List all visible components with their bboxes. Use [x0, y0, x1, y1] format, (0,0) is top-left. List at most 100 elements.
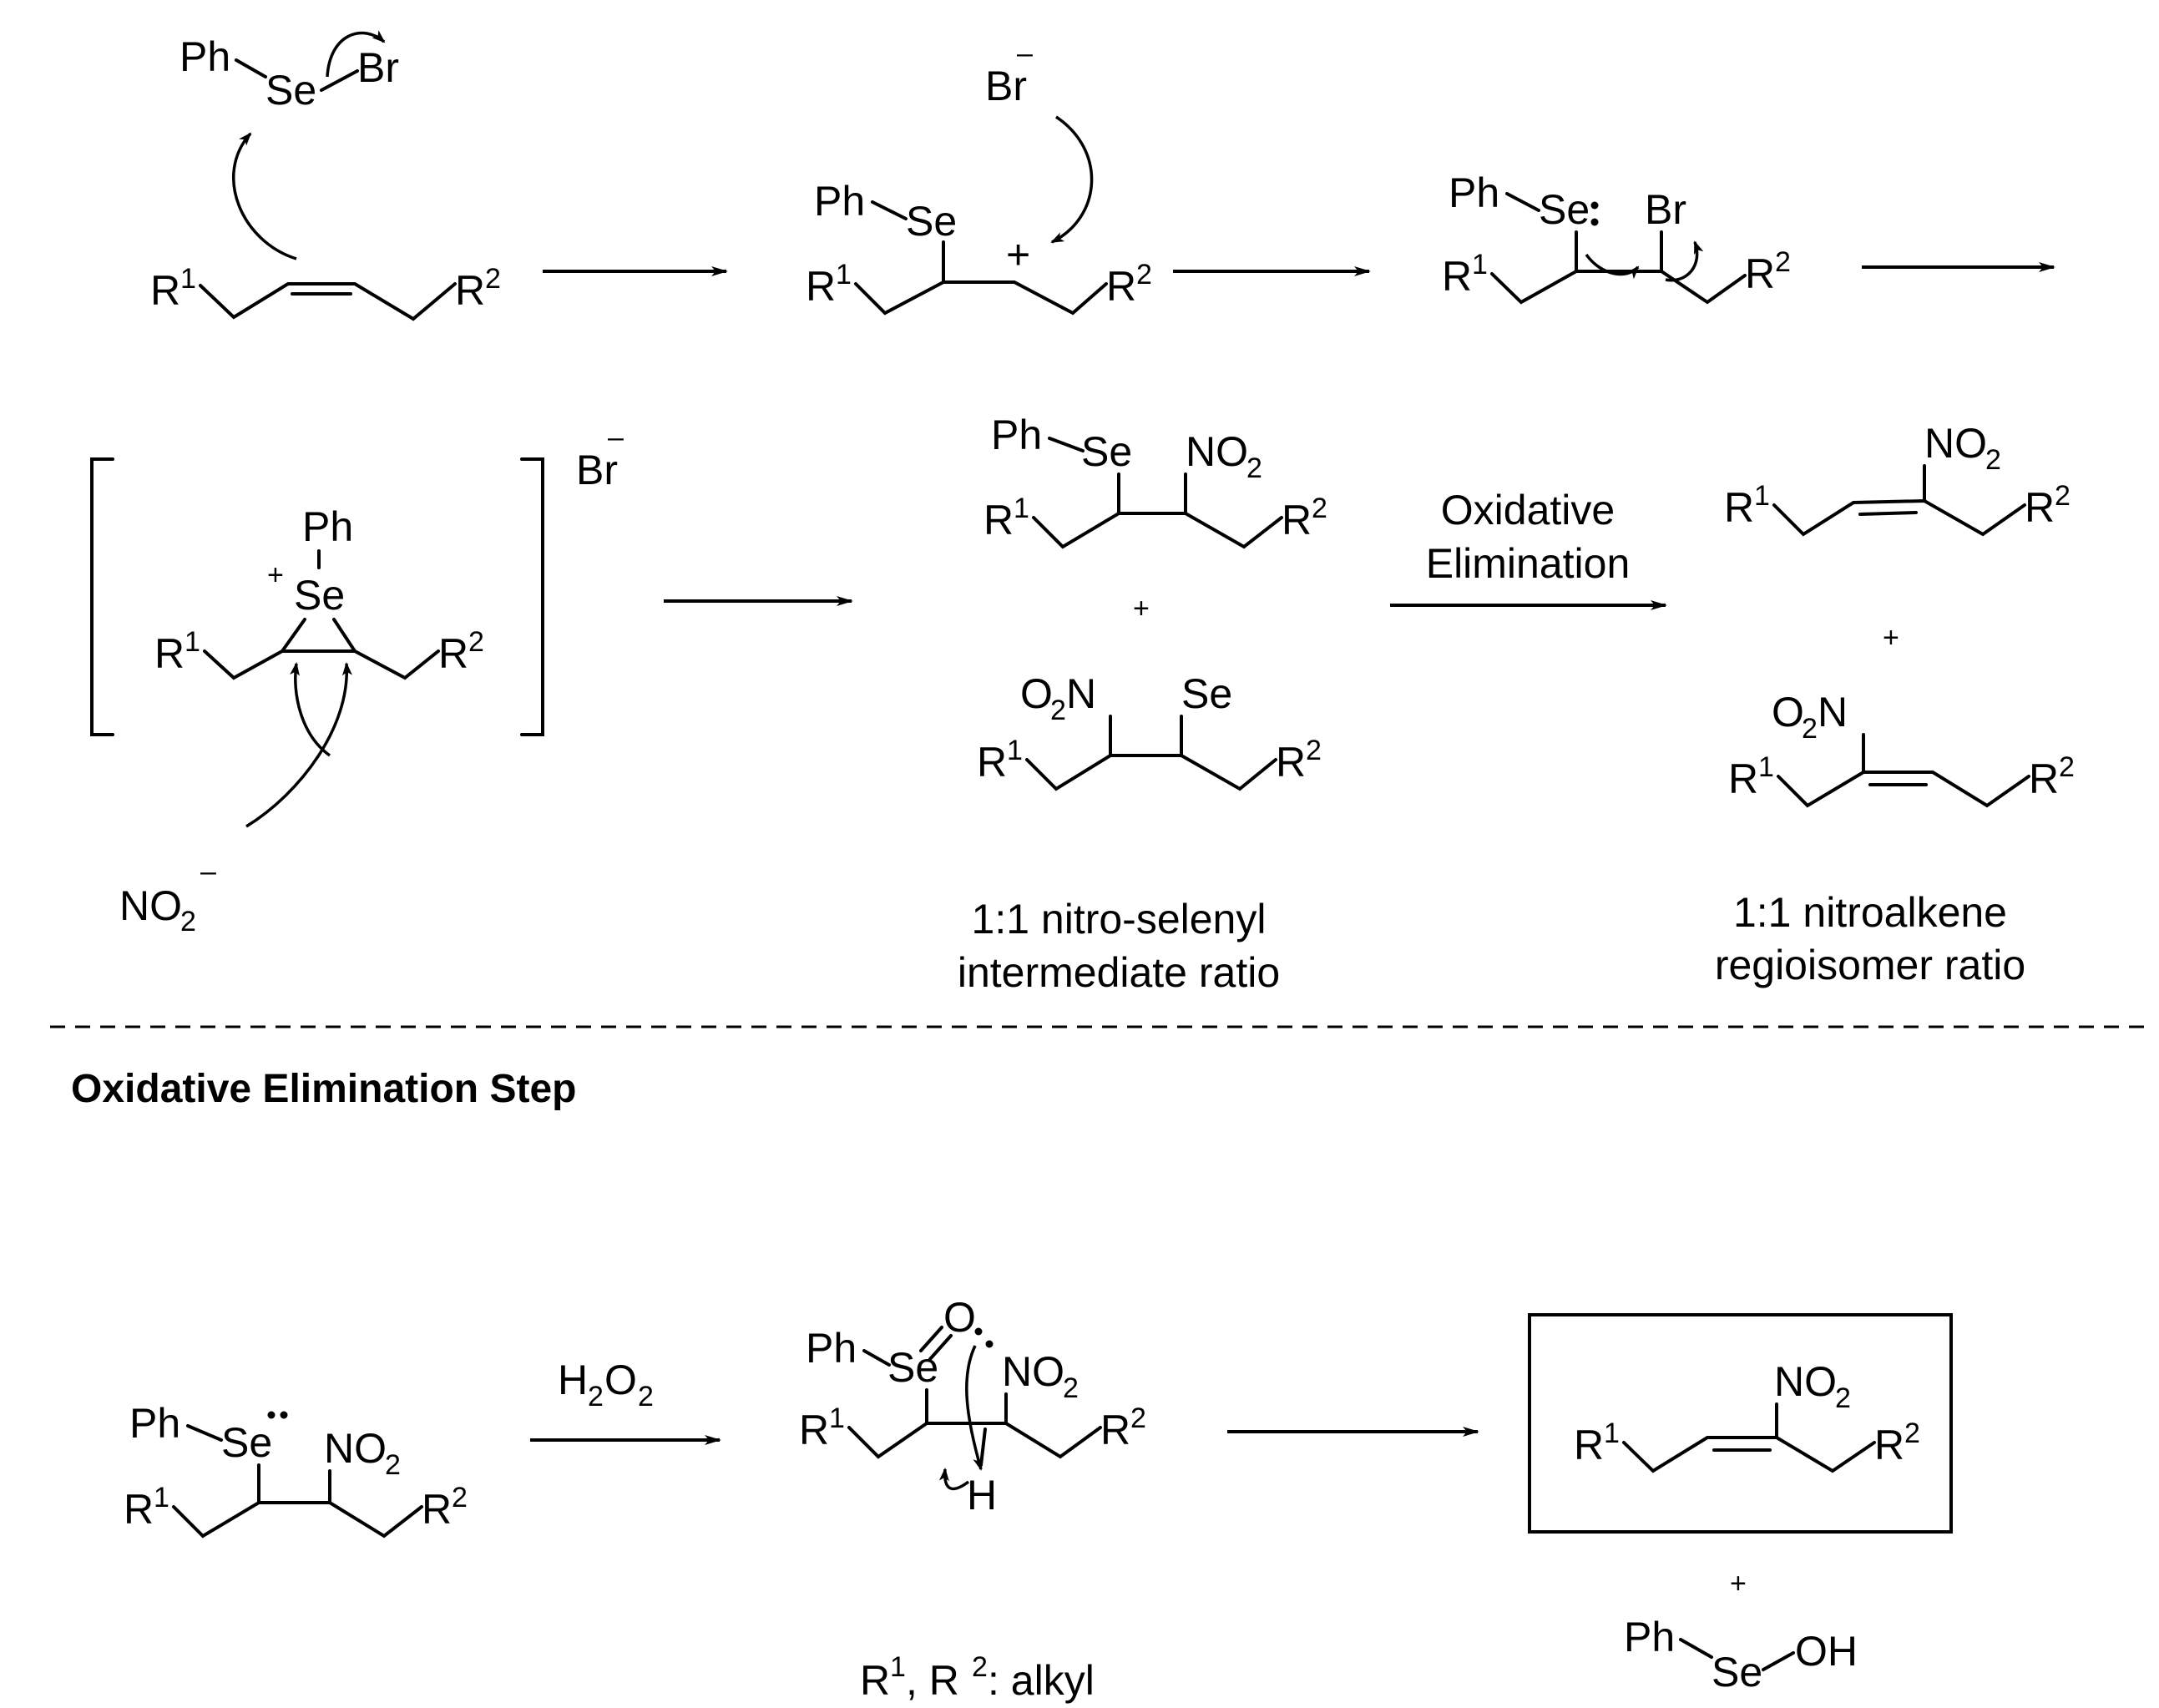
label-no: NO	[1186, 428, 1248, 475]
label-ph: Ph	[1449, 169, 1499, 216]
sub-2: 2	[588, 1381, 604, 1412]
curly-arrow-se-c	[1585, 253, 1640, 280]
left-bracket	[90, 457, 114, 736]
label-o: O	[1020, 670, 1053, 717]
sup-1: 1	[185, 626, 200, 658]
sup-2: 2	[1904, 1417, 1920, 1449]
sup-2: 2	[2055, 480, 2071, 512]
caption-intermediate-line2: intermediate ratio	[958, 949, 1280, 996]
chain	[1490, 270, 1747, 305]
label-minus: –	[608, 422, 624, 453]
label-ph: Ph	[1624, 1614, 1675, 1660]
chain	[1032, 512, 1283, 549]
curly-arrow-ch-cc	[938, 1468, 970, 1491]
label-r: R	[1724, 484, 1754, 531]
sup-1: 1	[1472, 249, 1488, 280]
bond-se-o-double	[928, 1334, 953, 1361]
phenylselenyl-bromide: Ph Se Br	[179, 30, 399, 114]
chain	[1777, 771, 2030, 808]
benzeneselenenic-acid: Ph Se OH	[1624, 1614, 1858, 1695]
sup-1: 1	[836, 259, 852, 291]
label-r: R	[438, 630, 468, 677]
label-plus: +	[1006, 231, 1030, 278]
label-r: R	[2025, 484, 2055, 531]
label-ph: Ph	[814, 178, 865, 225]
sup-2: 2	[2059, 751, 2075, 783]
chain	[1772, 498, 2026, 537]
bond-ph-se	[1048, 437, 1085, 452]
sub-2: 2	[1050, 695, 1066, 726]
sub-2: 2	[1246, 452, 1262, 484]
label-plus: +	[1883, 622, 1899, 654]
sup-1: 1	[1754, 480, 1770, 512]
label-r: R	[150, 267, 180, 314]
curly-arrow-nitrite-c2	[245, 662, 352, 828]
seleniranium-ion: Br – Ph + Se R 1 R 2 NO 2 –	[90, 422, 624, 937]
sub-2: 2	[385, 1449, 401, 1481]
label-r: R	[1745, 250, 1775, 297]
sup-2: 2	[1136, 259, 1152, 291]
label-ph: Ph	[991, 412, 1042, 458]
label-r: R	[806, 263, 836, 310]
section-header: Oxidative Elimination Step	[71, 1067, 576, 1111]
label-se: Se	[906, 198, 957, 245]
chain	[1622, 1436, 1876, 1473]
label-se: Se	[1712, 1649, 1762, 1695]
lone-pair-dot	[280, 1411, 288, 1419]
label-o: O	[943, 1294, 976, 1341]
bromoselenide-intermediate: Ph Se Br R 1 R 2	[1442, 169, 1791, 305]
sup-2: 2	[1312, 493, 1327, 524]
label-br: Br	[357, 44, 399, 91]
nitro-selenyl-intermediate-1: Ph Se NO 2 R 1 R 2	[983, 412, 1327, 549]
bond-c-h	[979, 1428, 987, 1467]
label-se: Se	[265, 67, 316, 114]
curly-arrow-c-br	[1665, 240, 1704, 282]
carbocation-intermediate: Br – Ph Se R 1 + R 2	[806, 38, 1152, 316]
sup-1: 1	[829, 1402, 845, 1434]
label-r: R	[1100, 1407, 1130, 1453]
sup-2: 2	[485, 263, 501, 295]
arrow-label-line2: Elimination	[1426, 540, 1631, 587]
label-r: R	[154, 630, 185, 677]
chain	[203, 649, 440, 680]
sup-1: 1	[180, 263, 196, 295]
bond-ph-se	[235, 58, 267, 78]
sup-1: 1	[1014, 493, 1029, 524]
sup-2: 2	[1306, 735, 1322, 766]
sup-2: 2	[468, 626, 484, 658]
label-minus: –	[1017, 38, 1033, 69]
bond-ph-se	[862, 1349, 891, 1367]
h2o2-arrow: H 2 O 2	[530, 1357, 721, 1445]
oxidative-elimination-arrow: Oxidative Elimination	[1390, 487, 1667, 610]
label-no: NO	[119, 882, 182, 929]
legend-comma-r: , R	[906, 1657, 959, 1704]
label-r: R	[1874, 1422, 1904, 1468]
label-r: R	[977, 739, 1007, 786]
bond-se-o	[919, 1326, 943, 1352]
bond-se-oh	[1762, 1651, 1795, 1671]
caption-regio-line1: 1:1 nitroalkene	[1733, 889, 2007, 936]
selenoxide-intermediate: Ph Se O NO 2 R 1 H R 2	[799, 1294, 1146, 1519]
lone-pair-dot	[267, 1411, 276, 1419]
label-plus: +	[267, 559, 284, 591]
label-h: H	[558, 1357, 588, 1403]
substituent-legend: R 1 , R 2 : alkyl	[860, 1651, 1095, 1704]
label-plus: +	[1133, 593, 1150, 624]
label-ph: Ph	[179, 33, 230, 80]
label-minus: –	[200, 856, 216, 887]
lone-pair-dot	[1590, 201, 1599, 210]
label-no: NO	[1924, 420, 1987, 467]
sup-1: 1	[890, 1651, 906, 1683]
label-h: H	[967, 1472, 997, 1519]
nitroalkene-regioisomer-1: NO 2 R 1 R 2	[1724, 420, 2071, 537]
label-r: R	[1106, 263, 1136, 310]
caption-intermediate-line1: 1:1 nitro-selenyl	[972, 896, 1267, 942]
legend-suffix: : alkyl	[988, 1657, 1095, 1704]
bond-ph-se	[871, 200, 908, 220]
right-bracket	[520, 457, 544, 736]
sub-2: 2	[1063, 1372, 1079, 1404]
sup-1: 1	[1758, 751, 1774, 783]
sup-1: 1	[1604, 1417, 1620, 1449]
legend-r: R	[860, 1657, 890, 1704]
